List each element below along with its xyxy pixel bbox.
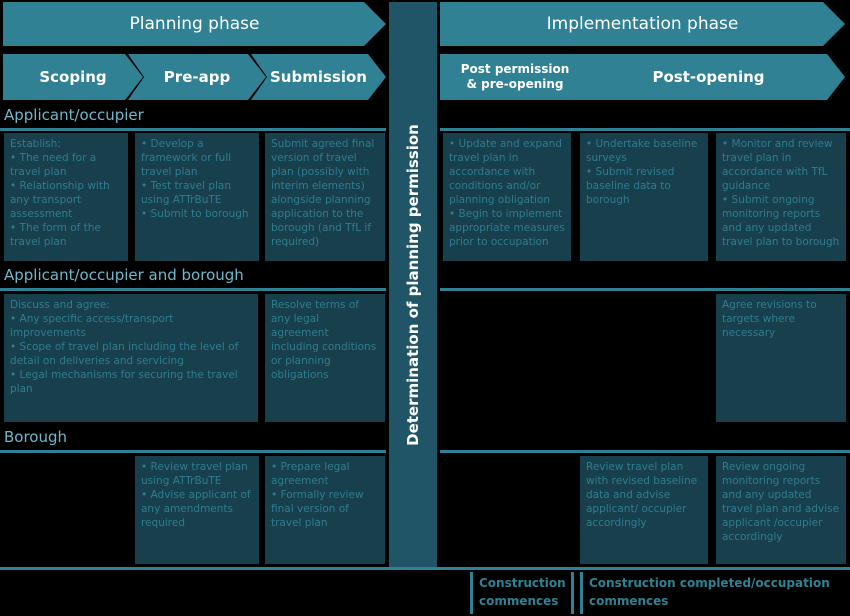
section-divider (440, 450, 850, 453)
timeline-baseline (0, 567, 850, 570)
cell-borough-preapp: • Review travel plan using ATTrBuTE • Ad… (135, 456, 259, 564)
cell-applicant-postpermission: • Update and expand travel plan in accor… (443, 133, 571, 261)
cell-applicant-postopening-2: • Monitor and review travel plan in acco… (716, 133, 846, 261)
cell-borough-postopening-2: Review ongoing monitoring reports and an… (716, 456, 846, 564)
section-divider (440, 288, 850, 291)
stage-postopening-arrow: Post-opening (572, 54, 845, 100)
section-divider (440, 128, 850, 131)
section-label-applicant-borough: Applicant/occupier and borough (4, 266, 244, 284)
stage-scoping-label: Scoping (39, 68, 107, 86)
stage-postpermission-arrow: Post permission & pre-opening (440, 54, 590, 100)
cell-applicant-borough-postopening: Agree revisions to targets where necessa… (716, 294, 846, 422)
stage-scoping-arrow: Scoping (3, 54, 143, 100)
section-divider (0, 128, 386, 131)
planning-phase-arrow: Planning phase (3, 2, 386, 46)
stage-submission-arrow: Submission (251, 54, 386, 100)
cell-applicant-submission: Submit agreed final version of travel pl… (265, 133, 385, 261)
cell-applicant-postopening-1: • Undertake baseline surveys • Submit re… (580, 133, 708, 261)
construction-completed-box: Construction completed/occupation commen… (580, 572, 848, 614)
implementation-phase-label: Implementation phase (546, 14, 739, 34)
stage-postpermission-label: Post permission & pre-opening (460, 62, 570, 91)
stage-preapp-label: Pre-app (163, 68, 231, 86)
planning-permission-label: Determination of planning permission (404, 124, 422, 446)
stage-preapp-arrow: Pre-app (128, 54, 266, 100)
cell-applicant-preapp: • Develop a framework or full travel pla… (135, 133, 259, 261)
stage-postopening-label: Post-opening (652, 68, 765, 86)
cell-applicant-borough-submission: Resolve terms of any legal agreement inc… (265, 294, 385, 422)
cell-applicant-scoping: Establish: • The need for a travel plan … (4, 133, 128, 261)
implementation-phase-arrow: Implementation phase (440, 2, 845, 46)
section-label-applicant: Applicant/occupier (4, 106, 144, 124)
section-divider (0, 288, 386, 291)
cell-borough-postopening-1: Review travel plan with revised baseline… (580, 456, 708, 564)
cell-applicant-borough-scoping: Discuss and agree: • Any specific access… (4, 294, 258, 422)
stage-submission-label: Submission (270, 68, 367, 86)
cell-borough-submission: • Prepare legal agreement • Formally rev… (265, 456, 385, 564)
construction-commences-box: Construction commences (470, 572, 574, 614)
section-divider (0, 450, 386, 453)
planning-permission-divider: Determination of planning permission (389, 2, 437, 568)
planning-phase-label: Planning phase (129, 14, 260, 34)
section-label-borough: Borough (4, 428, 68, 446)
